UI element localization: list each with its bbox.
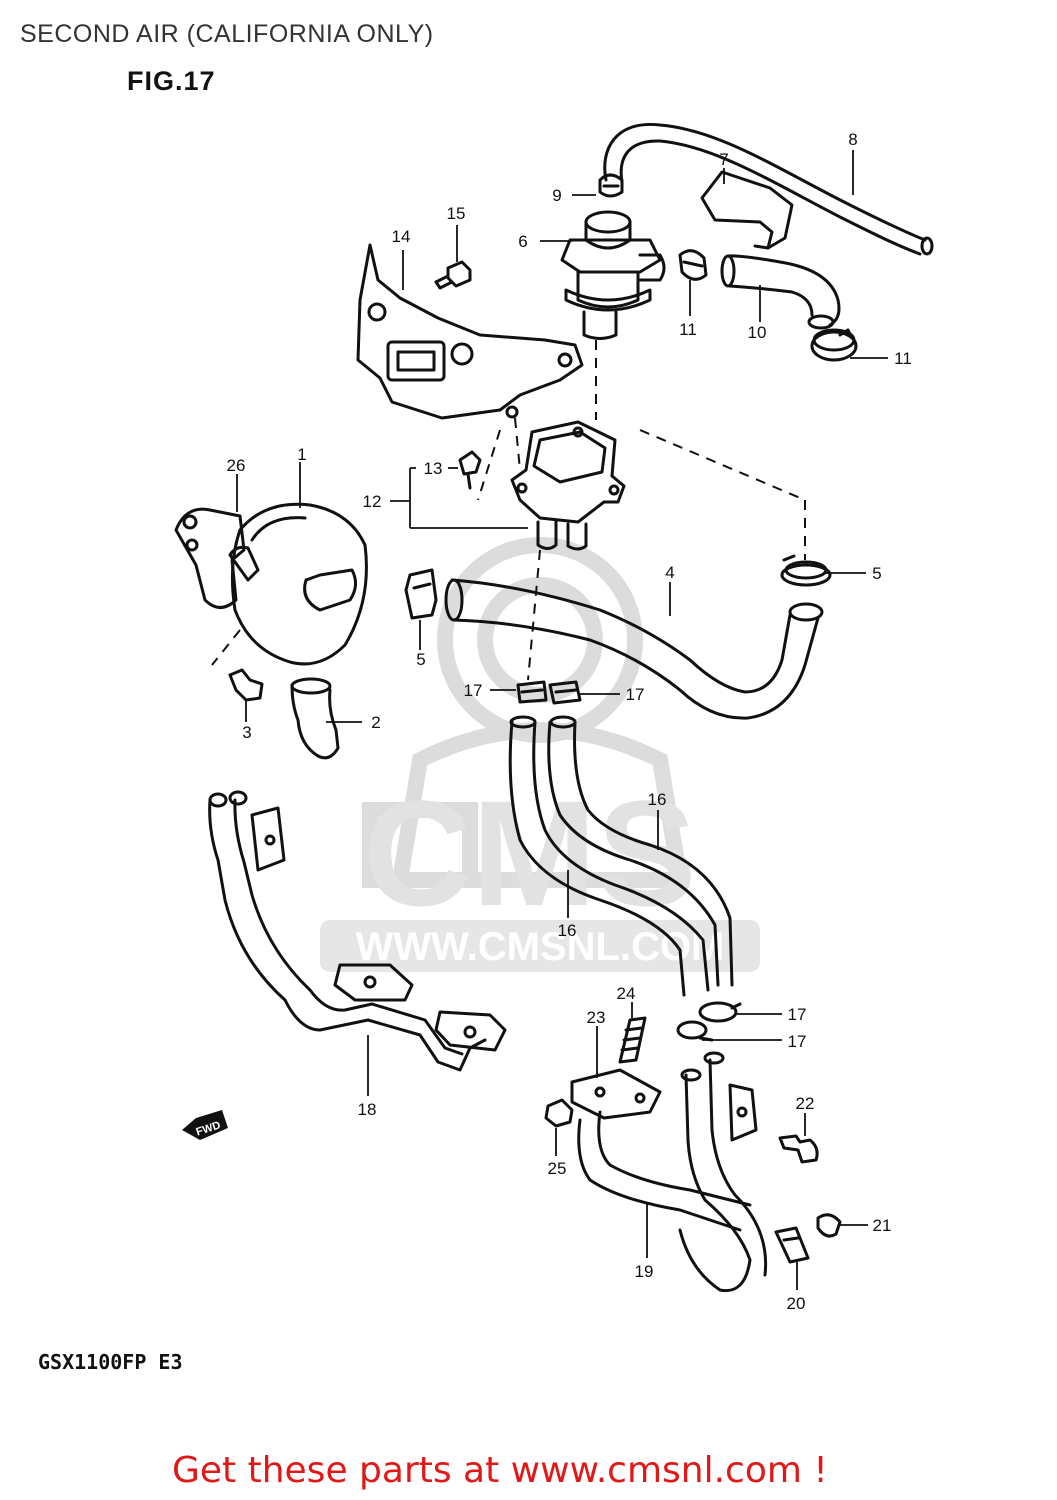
part-17-clamp-a (516, 680, 548, 704)
part-25-nut (544, 1098, 574, 1128)
part-4-hose (444, 578, 824, 720)
part-7-bracket (700, 170, 794, 250)
part-20-clip (774, 1226, 810, 1264)
get-parts-link[interactable]: Get these parts at www.cmsnl.com ! (172, 1450, 828, 1491)
part-17-clamp-d (676, 1020, 714, 1042)
watermark-text: CMS WWW.CMSNL.COM (320, 769, 760, 972)
part-11-clamp-upper (678, 249, 708, 281)
part-22-bolt (778, 1134, 819, 1164)
callout-23: 23 (587, 1008, 606, 1027)
callout-16-lower: 16 (558, 921, 577, 940)
callout-13: 13 (424, 459, 443, 478)
callout-22: 22 (796, 1094, 815, 1113)
watermark-url: WWW.CMSNL.COM (356, 925, 725, 969)
figure-label: FIG.17 (127, 66, 216, 96)
callout-4: 4 (665, 563, 674, 582)
model-code: GSX1100FP E3 (38, 1350, 183, 1374)
callout-16-upper: 16 (648, 790, 667, 809)
part-16-twin-hoses (508, 715, 734, 997)
callout-21: 21 (873, 1216, 892, 1235)
part-13-screw (458, 450, 482, 490)
leader-lines (236, 150, 888, 1290)
page-title: SECOND AIR (CALIFORNIA ONLY) (20, 20, 434, 48)
part-12-control-valve (510, 420, 626, 551)
part-21-clamp (816, 1213, 842, 1238)
callout-6: 6 (518, 232, 527, 251)
part-17-clamp-c (698, 1001, 742, 1023)
callout-19: 19 (635, 1262, 654, 1281)
callout-labels: 1 2 3 4 5 5 6 7 8 9 10 11 11 12 13 14 15… (227, 130, 912, 1313)
callout-12: 12 (363, 492, 382, 511)
callout-17-a: 17 (464, 681, 483, 700)
part-14-bracket-plate (356, 243, 584, 420)
part-8-hose (603, 122, 934, 256)
part-19-right-pipe (577, 1051, 768, 1293)
callout-17-d: 17 (788, 1032, 807, 1051)
assembly-guide-lines (211, 340, 806, 681)
callout-8: 8 (848, 130, 857, 149)
callout-1: 1 (297, 445, 306, 464)
callout-24: 24 (617, 984, 636, 1003)
part-5-clamp-right (780, 554, 832, 587)
watermark-brand: CMS (363, 769, 696, 937)
callout-3: 3 (242, 723, 251, 742)
callout-5-left: 5 (416, 650, 425, 669)
callout-7: 7 (719, 150, 728, 169)
callout-11-lower: 11 (894, 349, 912, 368)
part-23-gasket (570, 1068, 662, 1120)
part-26-cover (174, 507, 246, 609)
part-1-air-cleaner (228, 502, 368, 666)
part-10-elbow-hose (720, 254, 841, 330)
part-2-short-hose (290, 677, 340, 760)
part-6-reed-valve (560, 210, 666, 340)
part-18-left-pipe (208, 790, 507, 1072)
callout-26: 26 (227, 456, 246, 475)
callout-11-upper: 11 (679, 320, 697, 339)
part-17-clamp-b (548, 680, 582, 705)
callout-10: 10 (748, 323, 767, 342)
part-15-bolt (434, 260, 472, 290)
callout-17-c: 17 (788, 1005, 807, 1024)
part-5-clamp-left (404, 568, 438, 620)
part-24-stud (618, 1016, 647, 1064)
callout-20: 20 (787, 1294, 806, 1313)
part-9-clamp (598, 173, 624, 198)
callout-5-right: 5 (872, 564, 881, 583)
callout-25: 25 (548, 1159, 567, 1178)
fwd-direction-arrow: FWD (182, 1110, 228, 1140)
part-11-clamp-lower (810, 328, 858, 362)
callout-9: 9 (552, 186, 561, 205)
callout-18: 18 (358, 1100, 377, 1119)
part-3-screw (228, 668, 264, 702)
callout-14: 14 (392, 227, 411, 246)
callout-2: 2 (371, 713, 380, 732)
callout-17-b: 17 (626, 685, 645, 704)
callout-15: 15 (447, 204, 466, 223)
